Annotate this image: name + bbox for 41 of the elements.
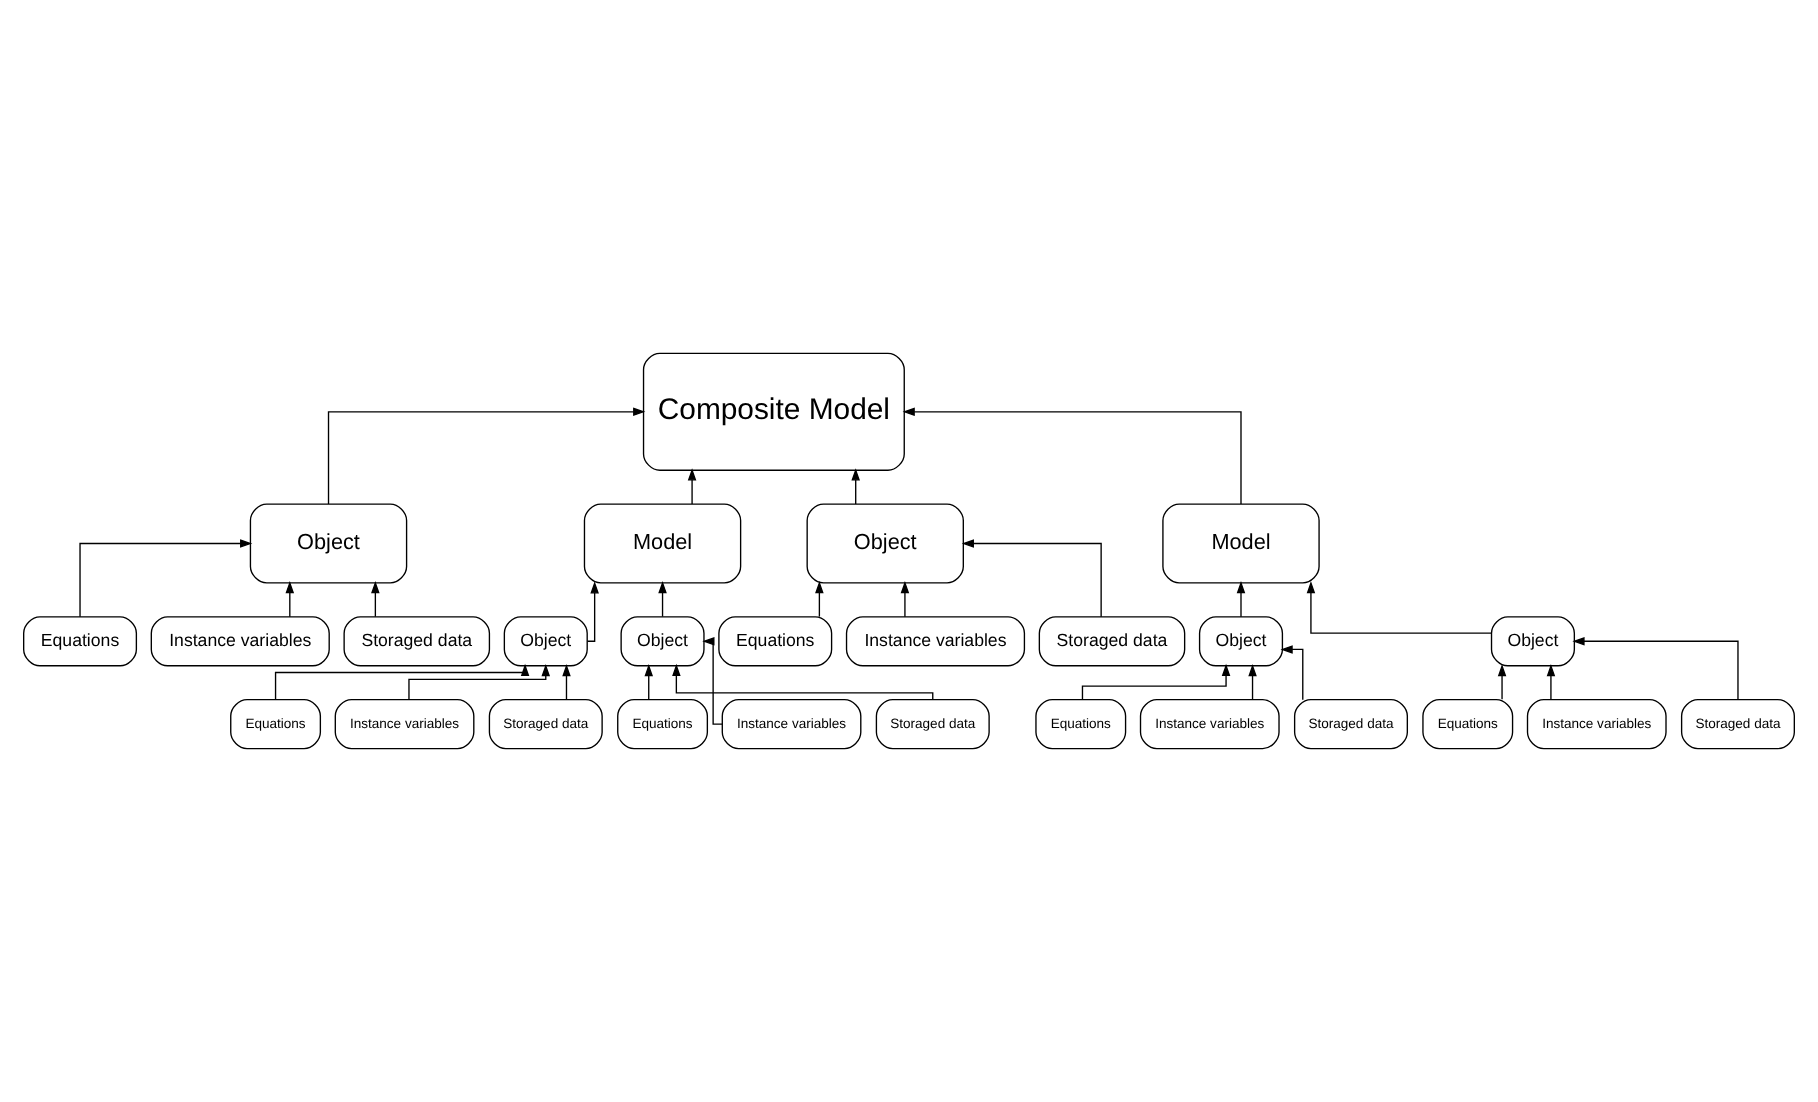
node-box: Storaged data [343,616,491,667]
node-box: Object [249,503,408,584]
arrow [702,637,723,725]
arrow [285,580,295,618]
arrow [408,663,551,701]
arrow [1236,580,1246,618]
node-box: Equations [718,616,833,667]
arrow [1572,637,1739,700]
arrow [1248,664,1257,700]
node-box: Object [806,503,964,584]
node-box: Instance variables [150,616,330,667]
arrow [961,539,1102,618]
arrow [79,539,253,618]
arrow [687,468,697,505]
arrow [1546,664,1556,700]
arrow [371,580,380,618]
node-box: Storaged data [1038,616,1186,667]
arrow [562,664,571,700]
arrow [586,581,599,642]
arrow [327,407,646,505]
arrow [672,663,934,701]
node-box: Object [503,616,588,667]
node-box: Model [583,503,742,584]
arrow [851,468,860,505]
arrow [1280,645,1304,701]
arrow [1081,663,1231,701]
arrow [274,663,530,701]
node-box: Object [1490,616,1576,667]
arrow [1497,664,1507,700]
arrow [815,580,824,618]
arrow [658,580,667,618]
arrow [902,407,1242,505]
arrow [1306,581,1492,634]
arrow [644,664,654,700]
node-box: Instance variables [845,616,1026,667]
node-box: Model [1162,503,1320,584]
node-box: Object [620,616,705,667]
node-box: Equations [23,616,138,667]
arrow [900,580,910,618]
node-box: Object [1198,616,1284,667]
node-box: Composite Model [642,352,905,471]
